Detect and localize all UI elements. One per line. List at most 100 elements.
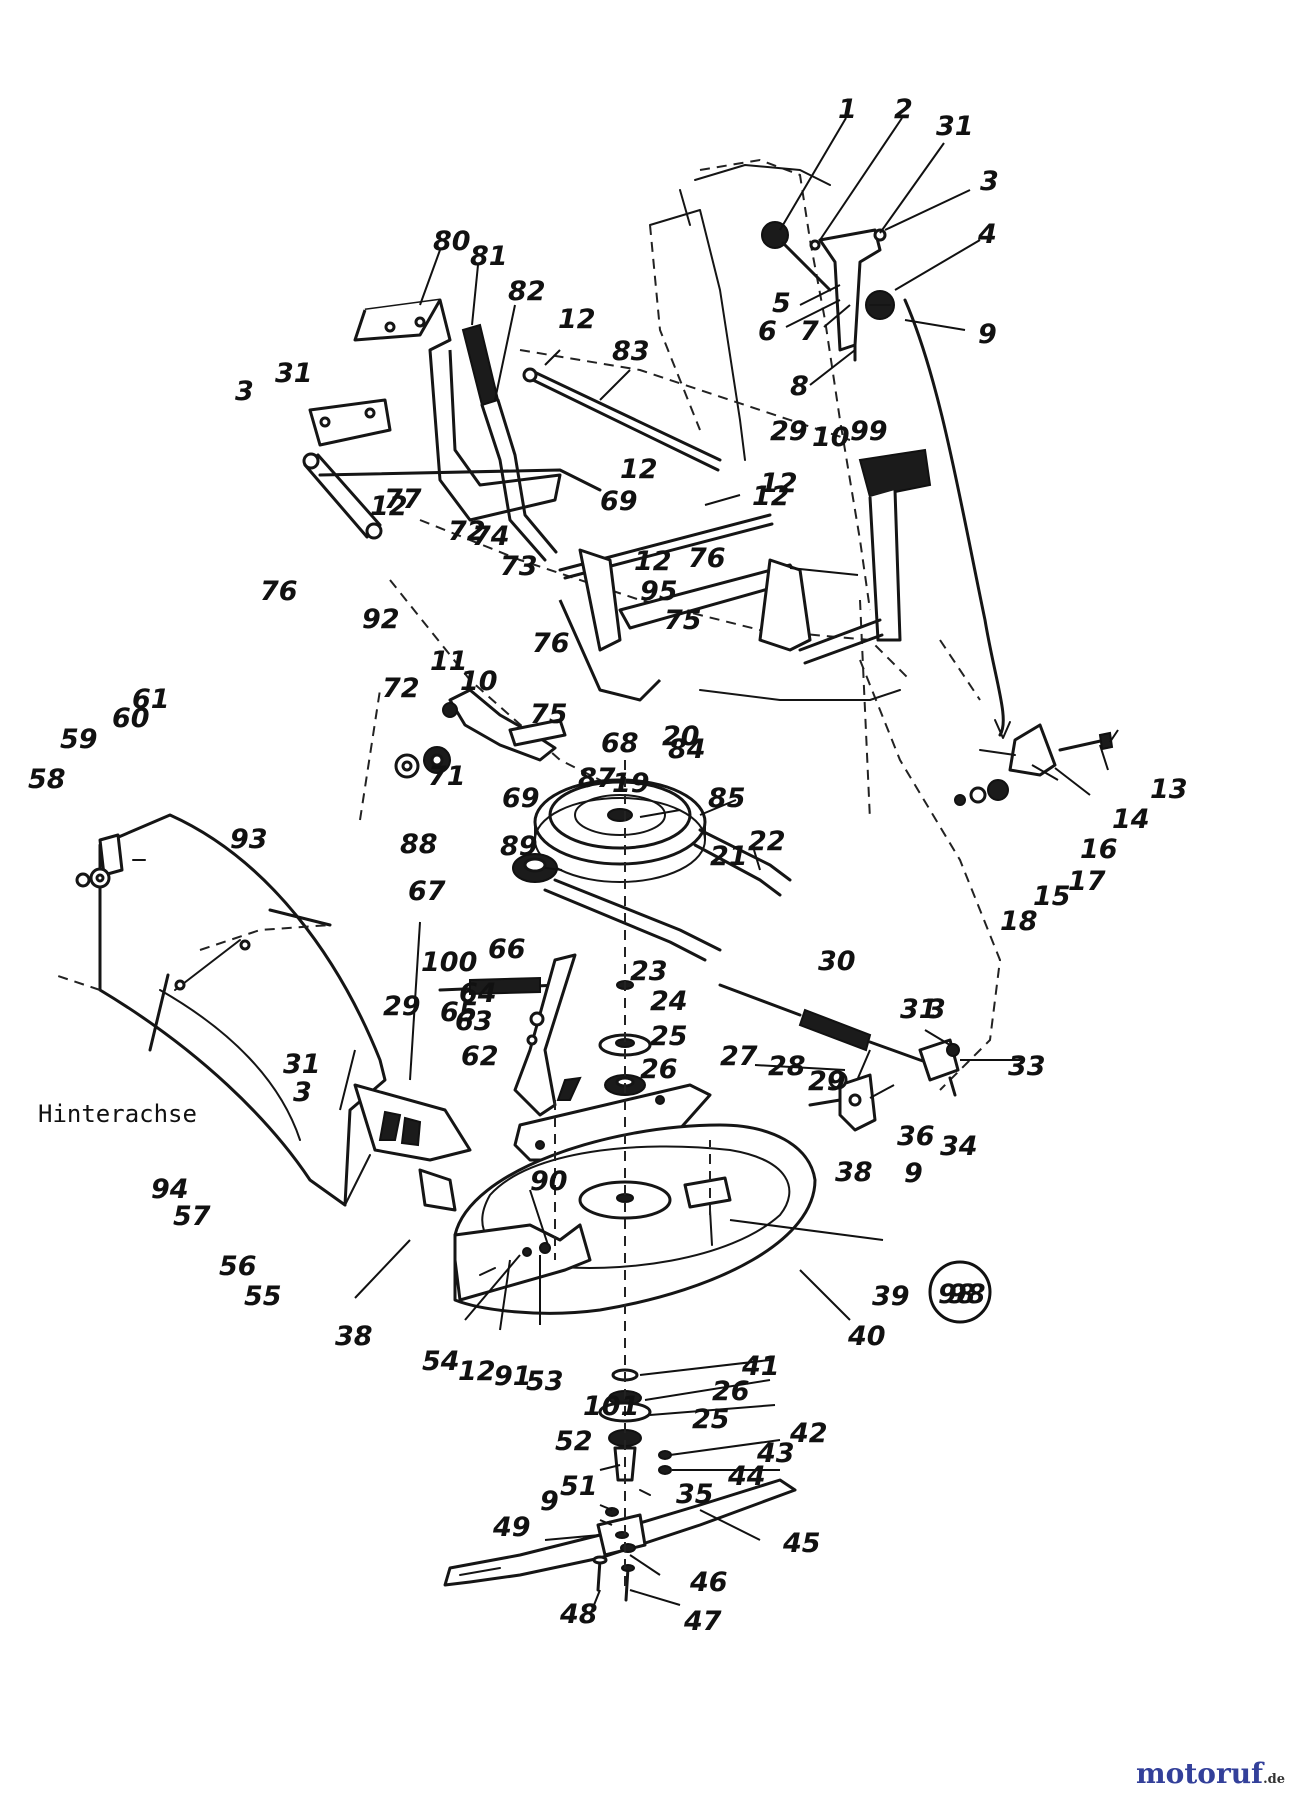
part-label-40: 40 [847,1321,886,1352]
part-label-100: 100 [421,947,477,978]
idler-pulley [512,853,558,883]
part-label-84: 84 [668,734,706,765]
bushing-set [394,746,451,779]
part-label-12: 12 [760,468,798,499]
part-label-29: 29 [770,416,808,447]
part-label-31: 31 [936,111,974,142]
part-label-12: 12 [558,304,596,335]
part-label-7: 7 [800,316,819,347]
part-label-43: 43 [756,1438,795,1469]
part-label-41: 41 [741,1351,780,1382]
part-label-30: 30 [818,946,856,977]
part-label-76: 76 [532,628,570,659]
part-label-90: 90 [530,1166,568,1197]
part-label-3: 3 [927,994,946,1025]
part-label-72: 72 [382,673,420,704]
link-arm-left [302,452,602,540]
part-label-22: 22 [748,826,786,857]
part-label-51: 51 [560,1471,598,1502]
part-label-87: 87 [578,763,616,794]
part-label-76: 76 [688,543,726,574]
part-label-67: 67 [408,876,446,907]
part-label-68: 68 [601,728,639,759]
part-label-12: 12 [458,1356,496,1387]
part-label-31: 31 [283,1049,321,1080]
part-label-16: 16 [1080,834,1118,865]
part-label-98: 98 [948,1279,986,1310]
part-label-9: 9 [904,1158,923,1189]
tension-arm [438,953,582,1117]
part-label-62: 62 [461,1041,499,1072]
part-label-19: 19 [612,768,650,799]
part-label-12: 12 [620,454,658,485]
part-label-36: 36 [897,1121,935,1152]
part-label-15: 15 [1033,881,1071,912]
brand-name: motoruf [1136,1757,1264,1790]
part-label-3: 3 [293,1077,312,1108]
part-label-33: 33 [1008,1051,1046,1082]
part-label-3: 3 [980,166,999,197]
part-label-3: 3 [235,376,254,407]
part-label-11: 11 [430,646,468,677]
part-label-38: 38 [335,1321,373,1352]
rear-frame-tube [558,548,812,702]
engine-hood-outline [649,158,871,611]
part-label-57: 57 [173,1201,211,1232]
axle-pointer [148,973,170,1052]
part-label-29: 29 [808,1066,846,1097]
brake-pedal [798,448,932,665]
part-label-12: 12 [752,481,790,512]
part-label-25: 25 [692,1404,730,1435]
part-label-69: 69 [600,486,638,517]
part-label-89: 89 [500,831,538,862]
part-label-21: 21 [710,841,748,872]
part-label-29: 29 [383,991,421,1022]
part-label-85: 85 [708,783,746,814]
part-label-42: 42 [789,1418,828,1449]
part-label-28: 28 [768,1051,806,1082]
part-label-64: 64 [459,978,497,1009]
part-label-58: 58 [28,764,66,795]
cross-shaft [522,367,722,472]
cable-bracket [954,723,1114,806]
drive-belt [543,828,792,962]
part-label-6: 6 [758,316,777,347]
part-label-12: 12 [370,491,408,522]
part-label-72: 72 [448,516,486,547]
right-bracket [808,1038,960,1132]
fender-bracket [75,833,146,889]
part-label-56: 56 [219,1251,257,1282]
part-label-4: 4 [977,219,997,250]
part-label-49: 49 [492,1512,531,1543]
deck-front-bracket [453,1223,592,1302]
lower-link-69 [442,688,567,762]
part-label-54: 54 [422,1346,460,1377]
part-label-39: 39 [872,1281,910,1312]
part-label-27: 27 [720,1041,758,1072]
part-label-73: 73 [500,551,538,582]
part-label-99: 99 [850,416,888,447]
brand-tld: .de [1263,1772,1285,1787]
part-label-95: 95 [640,576,678,607]
part-label-8: 8 [790,371,809,402]
part-label-38: 38 [835,1157,873,1188]
part-label-25: 25 [650,1021,688,1052]
lift-bracket [308,298,562,522]
part-label-47: 47 [683,1606,722,1637]
part-label-14: 14 [1112,804,1150,835]
leader-lines [339,117,1119,1616]
part-label-77: 77 [384,484,422,515]
part-label-5: 5 [772,288,791,319]
part-label-12: 12 [634,546,672,577]
part-label-1: 1 [838,94,857,125]
part-label-26: 26 [712,1376,750,1407]
part-label-2: 2 [894,94,913,125]
circled-reference-number: 98 [938,1279,976,1310]
part-label-44: 44 [727,1461,766,1492]
part-label-94: 94 [151,1174,189,1205]
part-label-83: 83 [612,336,650,367]
part-label-9: 9 [540,1486,559,1517]
part-label-74: 74 [472,521,510,552]
part-label-80: 80 [433,226,471,257]
circled-reference-badge: 98 [928,1260,992,1324]
